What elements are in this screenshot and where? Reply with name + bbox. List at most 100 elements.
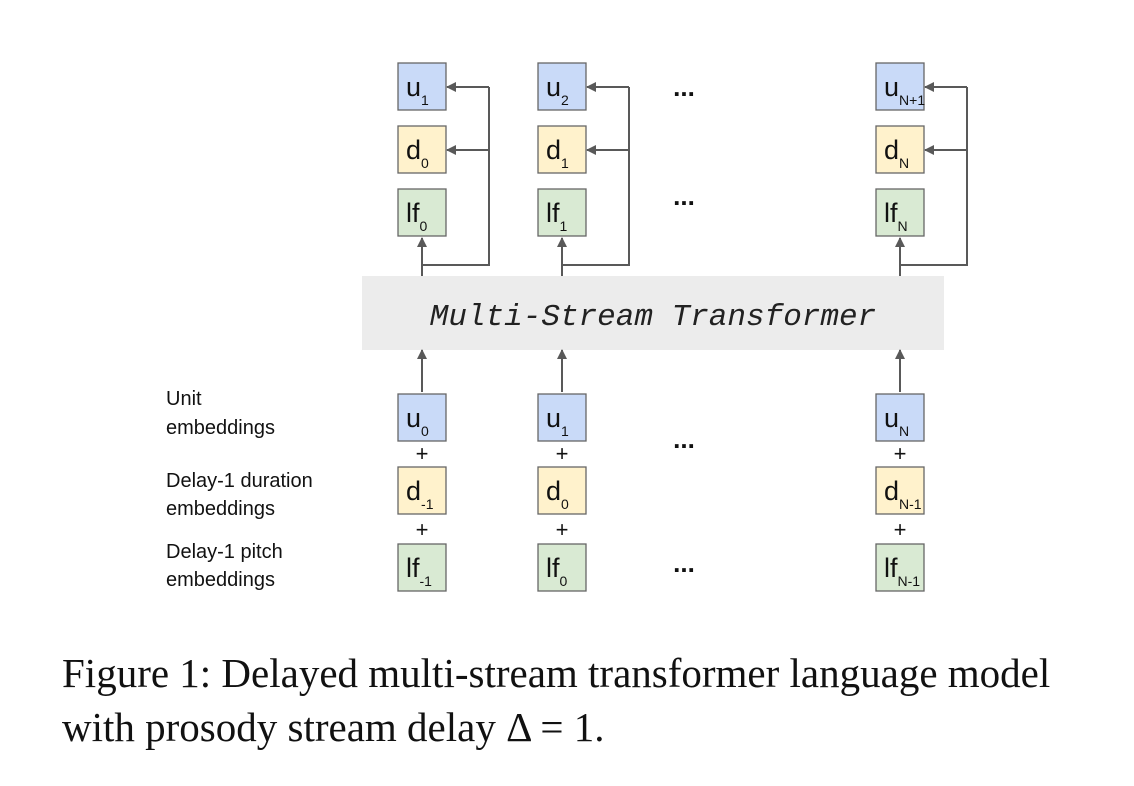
- output-duration-1: d0: [397, 125, 447, 174]
- input-unit-3: uN: [875, 393, 925, 442]
- input-duration-1-base: d: [406, 476, 421, 506]
- output-duration-1-rect: [397, 125, 447, 174]
- output-duration-1-text: d0: [406, 135, 429, 171]
- ellipsis-4: ...: [673, 548, 695, 578]
- output-unit-2-subscript: 2: [561, 92, 569, 108]
- ellipsis-3: ...: [673, 424, 695, 454]
- input-duration-3: dN-1: [875, 466, 925, 515]
- output-pitch-3-base: lf: [884, 198, 898, 228]
- output-duration-2: d1: [537, 125, 587, 174]
- output-duration-2-rect: [537, 125, 587, 174]
- output-pitch-3-text: lfN: [884, 198, 908, 234]
- plus-sign-2-2: +: [556, 517, 569, 542]
- output-pitch-3: lfN: [875, 188, 925, 237]
- token-boxes: u1d0lf0u0d-1lf-1u2d1lf1u1d0lf0uN+1dNlfNu…: [397, 62, 925, 592]
- input-pitch-2-subscript: 0: [560, 573, 568, 589]
- output-duration-3-subscript: N: [899, 155, 909, 171]
- output-pitch-2-rect: [537, 188, 587, 237]
- feedback-trunk-3: [900, 87, 968, 266]
- output-unit-1: u1: [397, 62, 447, 111]
- output-unit-3-subscript: N+1: [899, 92, 925, 108]
- input-duration-2-base: d: [546, 476, 561, 506]
- output-pitch-3-rect: [875, 188, 925, 237]
- row-label-duration-line-1: Delay-1 duration: [166, 470, 313, 492]
- row-label-pitch-line-2: embeddings: [166, 569, 275, 591]
- input-pitch-3-subscript: N-1: [898, 573, 921, 589]
- figure-caption: Figure 1: Delayed multi-stream transform…: [62, 650, 1051, 750]
- output-pitch-2: lf1: [537, 188, 587, 237]
- output-pitch-2-subscript: 1: [560, 218, 568, 234]
- output-pitch-2-text: lf1: [546, 198, 568, 234]
- output-unit-2-text: u2: [546, 72, 569, 108]
- input-unit-2: u1: [537, 393, 587, 442]
- output-duration-3-rect: [875, 125, 925, 174]
- output-unit-2-rect: [537, 62, 587, 111]
- ellipsis-1: ...: [673, 72, 695, 102]
- output-unit-2-base: u: [546, 72, 561, 102]
- output-unit-1-rect: [397, 62, 447, 111]
- output-duration-3: dN: [875, 125, 925, 174]
- output-pitch-1-rect: [397, 188, 447, 237]
- transformer-block: [362, 276, 944, 350]
- input-unit-1-rect: [397, 393, 447, 442]
- input-duration-2-text: d0: [546, 476, 569, 512]
- input-pitch-2-base: lf: [546, 553, 560, 583]
- row-label-duration-line-2: embeddings: [166, 498, 275, 520]
- output-duration-2-base: d: [546, 135, 561, 165]
- output-unit-3-text: uN+1: [884, 72, 925, 108]
- input-unit-2-text: u1: [546, 403, 569, 439]
- input-pitch-1-rect: [397, 543, 447, 592]
- output-duration-2-subscript: 1: [561, 155, 569, 171]
- input-duration-2-rect: [537, 466, 587, 515]
- plus-sign-1-1: +: [416, 441, 429, 466]
- feedback-trunk-2: [562, 87, 630, 266]
- input-duration-1-rect: [397, 466, 447, 515]
- input-unit-1: u0: [397, 393, 447, 442]
- input-unit-2-rect: [537, 393, 587, 442]
- output-duration-2-text: d1: [546, 135, 569, 171]
- output-pitch-2-base: lf: [546, 198, 560, 228]
- transformer-label: Multi-Stream Transformer: [430, 300, 876, 335]
- input-pitch-2-text: lf0: [546, 553, 568, 589]
- output-duration-3-text: dN: [884, 135, 909, 171]
- output-duration-1-base: d: [406, 135, 421, 165]
- plus-sign-3-2: +: [894, 517, 907, 542]
- connection-arrows: [417, 82, 968, 392]
- output-unit-1-subscript: 1: [421, 92, 429, 108]
- output-duration-1-subscript: 0: [421, 155, 429, 171]
- input-duration-1-text: d-1: [406, 476, 434, 512]
- input-pitch-3-text: lfN-1: [884, 553, 920, 589]
- output-unit-2: u2: [537, 62, 587, 111]
- input-duration-3-base: d: [884, 476, 899, 506]
- output-duration-3-base: d: [884, 135, 899, 165]
- plus-sign-2-1: +: [556, 441, 569, 466]
- input-duration-3-subscript: N-1: [899, 496, 922, 512]
- input-pitch-1-subscript: -1: [420, 573, 433, 589]
- output-unit-3-rect: [875, 62, 925, 111]
- feedback-trunk-1: [422, 87, 490, 266]
- input-pitch-3: lfN-1: [875, 543, 925, 592]
- input-unit-1-text: u0: [406, 403, 429, 439]
- input-duration-1-subscript: -1: [421, 496, 434, 512]
- output-unit-3: uN+1: [875, 62, 925, 111]
- row-label-unit-line-1: Unit: [166, 388, 202, 410]
- input-unit-3-text: uN: [884, 403, 909, 439]
- input-pitch-1-base: lf: [406, 553, 420, 583]
- input-unit-2-subscript: 1: [561, 423, 569, 439]
- input-pitch-3-base: lf: [884, 553, 898, 583]
- output-pitch-1-subscript: 0: [420, 218, 428, 234]
- output-pitch-3-subscript: N: [898, 218, 908, 234]
- row-labels: ++++++............UnitembeddingsDelay-1 …: [166, 72, 906, 591]
- input-duration-2-subscript: 0: [561, 496, 569, 512]
- output-unit-1-text: u1: [406, 72, 429, 108]
- output-pitch-1-base: lf: [406, 198, 420, 228]
- input-duration-3-text: dN-1: [884, 476, 922, 512]
- input-pitch-1-text: lf-1: [406, 553, 432, 589]
- input-unit-1-subscript: 0: [421, 423, 429, 439]
- output-unit-1-base: u: [406, 72, 421, 102]
- ellipsis-2: ...: [673, 181, 695, 211]
- input-duration-1: d-1: [397, 466, 447, 515]
- output-pitch-1: lf0: [397, 188, 447, 237]
- input-pitch-3-rect: [875, 543, 925, 592]
